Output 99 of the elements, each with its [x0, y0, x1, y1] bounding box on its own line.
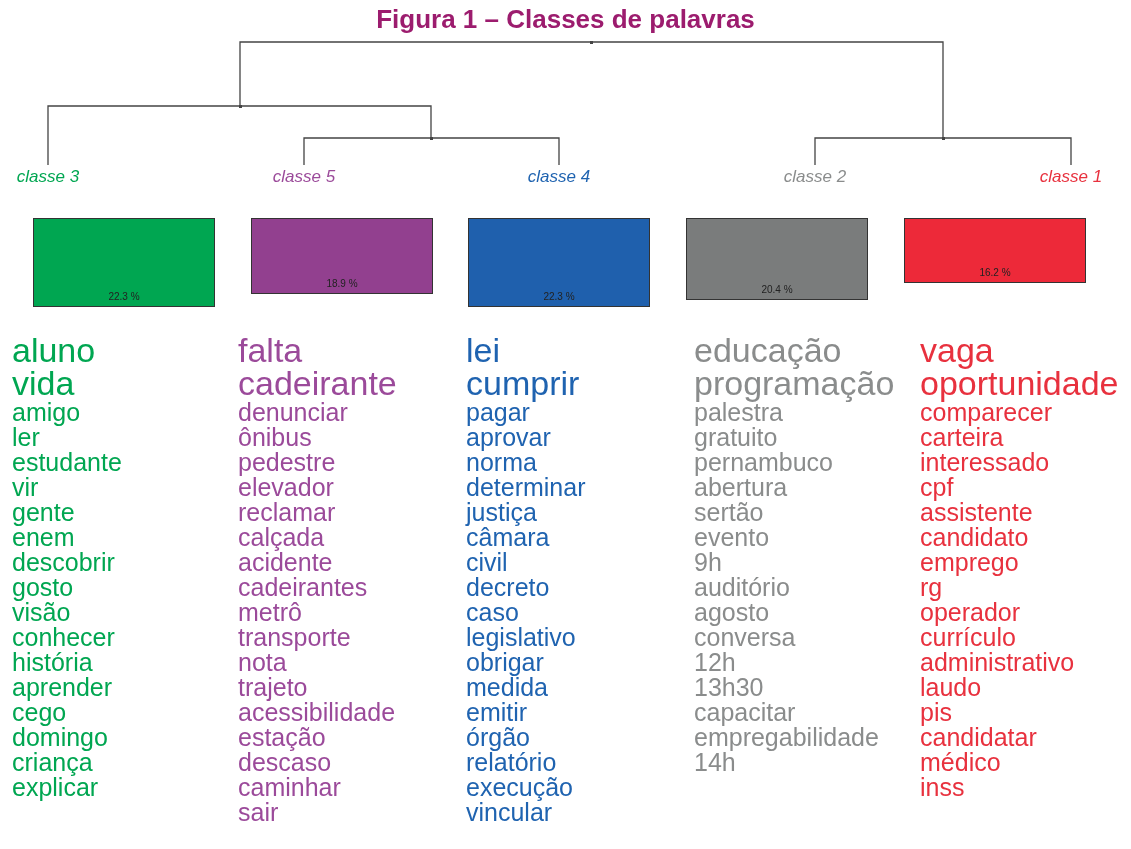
dendrogram-line — [47, 105, 241, 166]
word: medida — [466, 675, 549, 700]
word: abertura — [694, 475, 788, 500]
word: 12h — [694, 650, 737, 675]
word: interessado — [920, 450, 1051, 475]
junction-point — [430, 137, 433, 140]
junction-point — [942, 137, 945, 140]
class-bar — [904, 218, 1086, 283]
word: sair — [238, 800, 280, 825]
dendrogram-line — [303, 137, 432, 166]
word: rg — [920, 575, 943, 600]
word: laudo — [920, 675, 983, 700]
junction-point — [239, 105, 242, 108]
dendrogram-line — [942, 137, 1072, 166]
word: pagar — [466, 400, 530, 425]
word: médico — [920, 750, 1002, 775]
word: cpf — [920, 475, 955, 500]
word: estudante — [12, 450, 122, 475]
class-label: classe 4 — [499, 167, 619, 187]
word: gente — [12, 500, 76, 525]
word: vincular — [466, 800, 553, 825]
word: pis — [920, 700, 953, 725]
dendrogram-line — [239, 105, 432, 138]
word: conhecer — [12, 625, 116, 650]
word: gratuito — [694, 425, 778, 450]
class-label: classe 2 — [755, 167, 875, 187]
word: história — [12, 650, 94, 675]
dendrogram-line — [814, 137, 944, 166]
word: cumprir — [466, 367, 581, 400]
word: órgão — [466, 725, 531, 750]
percentage-label: 18.9 % — [326, 278, 358, 289]
word: sertão — [694, 500, 765, 525]
class-bar — [33, 218, 215, 307]
word: decreto — [466, 575, 551, 600]
word: cadeirantes — [238, 575, 369, 600]
word: aluno — [12, 334, 97, 367]
percentage-label: 16.2 % — [979, 267, 1011, 278]
word: denunciar — [238, 400, 349, 425]
word: 13h30 — [694, 675, 765, 700]
word: enem — [12, 525, 76, 550]
junction-point — [590, 41, 593, 44]
word: aprender — [12, 675, 114, 700]
word: vaga — [920, 334, 995, 367]
word: cadeirante — [238, 367, 397, 400]
class-label: classe 5 — [244, 167, 364, 187]
word: emitir — [466, 700, 529, 725]
word: currículo — [920, 625, 1016, 650]
class-label: classe 1 — [1011, 167, 1131, 187]
word: metrô — [238, 600, 303, 625]
class-bar — [251, 218, 433, 294]
word: visão — [12, 600, 71, 625]
word: carteira — [920, 425, 1004, 450]
word: candidato — [920, 525, 1030, 550]
word: vida — [12, 367, 76, 400]
word: descaso — [238, 750, 333, 775]
word: civil — [466, 550, 509, 575]
word: falta — [238, 334, 304, 367]
class-label: classe 3 — [0, 167, 108, 187]
word: elevador — [238, 475, 334, 500]
word: câmara — [466, 525, 551, 550]
percentage-label: 22.3 % — [108, 291, 140, 302]
percentage-label: 22.3 % — [543, 291, 575, 302]
word: lei — [466, 334, 502, 367]
word: administrativo — [920, 650, 1076, 675]
word: caso — [466, 600, 520, 625]
word: norma — [466, 450, 537, 475]
dendrogram-line — [430, 137, 560, 166]
word: reclamar — [238, 500, 337, 525]
word: 14h — [694, 750, 736, 775]
word: explicar — [12, 775, 100, 800]
word: conversa — [694, 625, 797, 650]
word: acessibilidade — [238, 700, 397, 725]
word: assistente — [920, 500, 1034, 525]
word: aprovar — [466, 425, 552, 450]
word: vir — [12, 475, 40, 500]
dendrogram-line — [590, 41, 944, 138]
word: nota — [238, 650, 287, 675]
figure-title: Figura 1 – Classes de palavras — [375, 4, 756, 35]
dendrogram-line — [239, 41, 592, 106]
word: inss — [920, 775, 966, 800]
word: emprego — [920, 550, 1020, 575]
class-bar — [468, 218, 650, 307]
word: evento — [694, 525, 771, 550]
word: ler — [12, 425, 40, 450]
word: auditório — [694, 575, 791, 600]
word: relatório — [466, 750, 558, 775]
word: educação — [694, 334, 843, 367]
word: determinar — [466, 475, 586, 500]
word: transporte — [238, 625, 352, 650]
percentage-label: 20.4 % — [761, 284, 793, 295]
word: descobrir — [12, 550, 116, 575]
class-bar — [686, 218, 868, 300]
word: agosto — [694, 600, 771, 625]
word: acidente — [238, 550, 334, 575]
word: candidatar — [920, 725, 1038, 750]
word: ônibus — [238, 425, 313, 450]
word: caminhar — [238, 775, 342, 800]
word: 9h — [694, 550, 723, 575]
word: operador — [920, 600, 1022, 625]
